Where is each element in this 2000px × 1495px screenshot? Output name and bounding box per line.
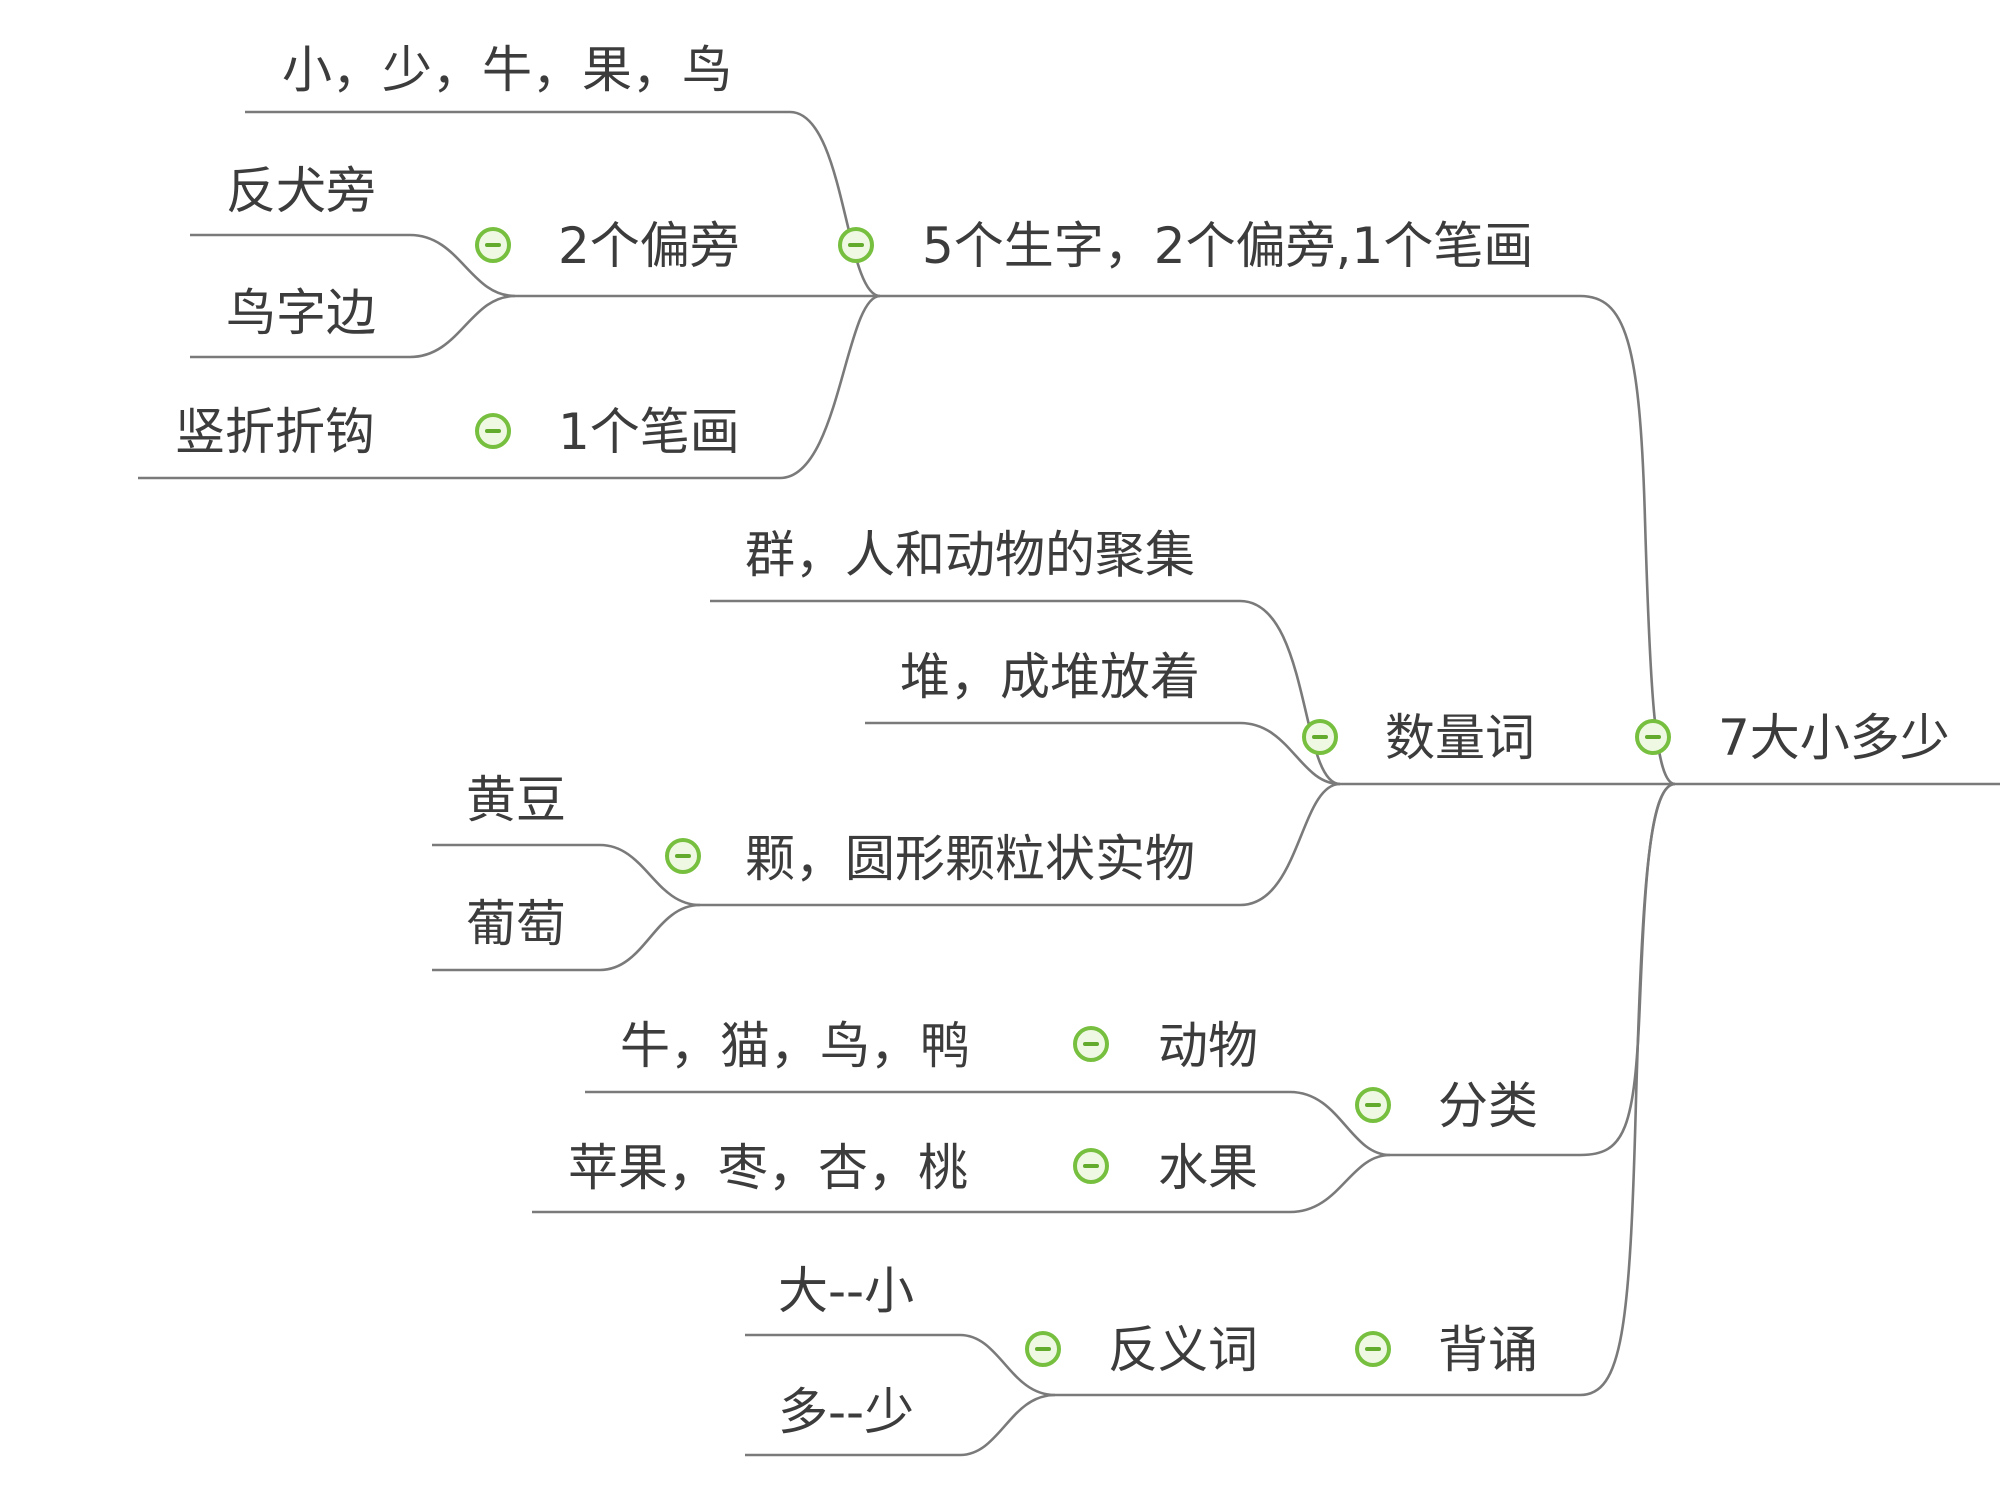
connector-root-chars [880,294,1676,786]
collapse-toggle-icon[interactable] [1073,1148,1109,1184]
node-fruit[interactable]: 水果 [1158,1139,1258,1197]
node-antonym-2[interactable]: 多--少 [778,1383,915,1441]
collapse-toggle-icon[interactable] [1302,719,1338,755]
connector-classify-animals [1010,1090,1391,1157]
node-ke[interactable]: 颗，圆形颗粒状实物 [745,830,1195,888]
root-node[interactable]: 7大小多少 [1718,709,1950,767]
node-stroke-item[interactable]: 竖折折钩 [175,403,375,461]
node-ke-1[interactable]: 黄豆 [466,771,566,829]
connector-radicals-2 [190,294,516,359]
connector-classify-fruit [1010,1153,1391,1214]
node-measure[interactable]: 数量词 [1385,709,1535,767]
node-chars[interactable]: 5个生字，2个偏旁,1个笔画 [922,217,1534,275]
node-classify[interactable]: 分类 [1438,1077,1538,1135]
node-radical-2[interactable]: 鸟字边 [226,284,376,342]
connector-measure-ke [700,782,1341,907]
connector-ke-1 [432,843,701,907]
connector-measure-1 [710,599,1341,786]
collapse-toggle-icon[interactable] [1355,1087,1391,1123]
collapse-toggle-icon[interactable] [838,227,874,263]
node-animals[interactable]: 动物 [1158,1017,1258,1075]
node-measure-1[interactable]: 群，人和动物的聚集 [745,526,1195,584]
connector-ke-2 [432,903,701,972]
connector-radicals-1 [190,233,516,298]
collapse-toggle-icon[interactable] [475,413,511,449]
node-antonym[interactable]: 反义词 [1108,1321,1258,1379]
node-ke-2[interactable]: 葡萄 [466,895,566,953]
connector-root-recite [1360,782,1676,1397]
node-stroke[interactable]: 1个笔画 [558,403,740,461]
connector-antonym-1 [745,1333,1056,1397]
node-fruit-leaf[interactable]: 苹果，枣，杏，桃 [568,1139,968,1197]
collapse-toggle-icon[interactable] [1355,1331,1391,1367]
node-antonym-1[interactable]: 大--小 [778,1262,915,1320]
collapse-toggle-icon[interactable] [1073,1026,1109,1062]
node-radicals[interactable]: 2个偏旁 [558,217,740,275]
node-animals-leaf[interactable]: 牛，猫，鸟，鸭 [620,1017,970,1075]
collapse-toggle-icon[interactable] [475,227,511,263]
node-radical-1[interactable]: 反犬旁 [226,162,376,220]
connector-antonym-2 [745,1393,1056,1457]
node-chars-leaf[interactable]: 小，少，牛，果，鸟 [282,41,732,99]
node-measure-2[interactable]: 堆，成堆放着 [900,648,1200,706]
connector-chars-leaf [245,110,881,298]
collapse-toggle-icon[interactable] [1635,719,1671,755]
collapse-toggle-icon[interactable] [1025,1331,1061,1367]
connector-chars-stroke [138,294,881,480]
connector-measure-2 [865,721,1341,786]
collapse-toggle-icon[interactable] [665,838,701,874]
node-recite[interactable]: 背诵 [1438,1321,1538,1379]
